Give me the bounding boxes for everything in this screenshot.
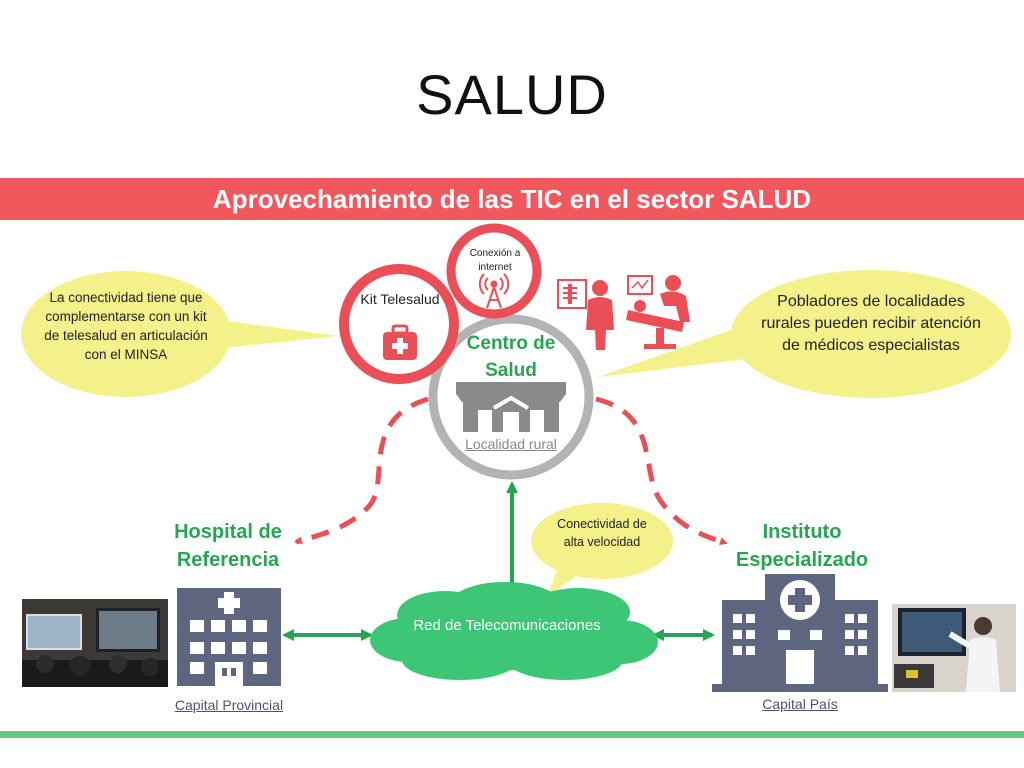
antenna-icon xyxy=(478,273,510,309)
photo-doctor-screen xyxy=(892,604,1016,692)
conexion-ring xyxy=(446,223,542,319)
capital-pais-link[interactable]: Capital País xyxy=(762,696,838,712)
speech-bubble-left xyxy=(21,271,338,397)
health-center-icon xyxy=(456,382,566,432)
bubble-middle-text: Conectividad de alta velocidad xyxy=(557,517,647,549)
conexion-internet-label: Conexión a internet xyxy=(469,248,521,273)
hospital-building-icon xyxy=(177,588,281,686)
speech-bubble-right xyxy=(598,270,1011,398)
red-telecomunicaciones-label: Red de Telecomunicaciones xyxy=(413,617,601,634)
telecom-cloud xyxy=(370,582,658,680)
hospital-referencia-label: Hospital de Referencia xyxy=(174,521,282,571)
kit-telesalud-label: Kit Telesalud xyxy=(360,291,440,307)
kit-ring xyxy=(339,264,459,384)
capital-provincial-link[interactable]: Capital Provincial xyxy=(174,697,284,713)
bubble-left-text: La conectividad tiene que complementarse… xyxy=(44,290,208,362)
centro-salud-label: Centro de Salud xyxy=(466,333,556,381)
bottom-bar xyxy=(0,731,1024,738)
doctor-patient-icon xyxy=(626,275,690,349)
slide-title: SALUD xyxy=(416,63,608,126)
dashed-arrow-to-instituto xyxy=(595,396,728,546)
doctor-icon xyxy=(557,279,614,350)
dashed-arrow-to-hospital xyxy=(294,396,429,545)
bubble-right-text: Pobladores de localidades rurales pueden… xyxy=(761,293,981,354)
first-aid-kit-icon xyxy=(383,324,417,360)
institute-building-icon xyxy=(712,574,888,692)
instituto-especializado-label: Instituto Especializado xyxy=(735,521,869,571)
photo-videoconference xyxy=(22,599,168,687)
speech-bubble-middle xyxy=(531,503,673,596)
banner-title: Aprovechamiento de las TIC en el sector … xyxy=(0,178,1024,220)
localidad-rural-label[interactable]: Localidad rural xyxy=(465,436,557,452)
